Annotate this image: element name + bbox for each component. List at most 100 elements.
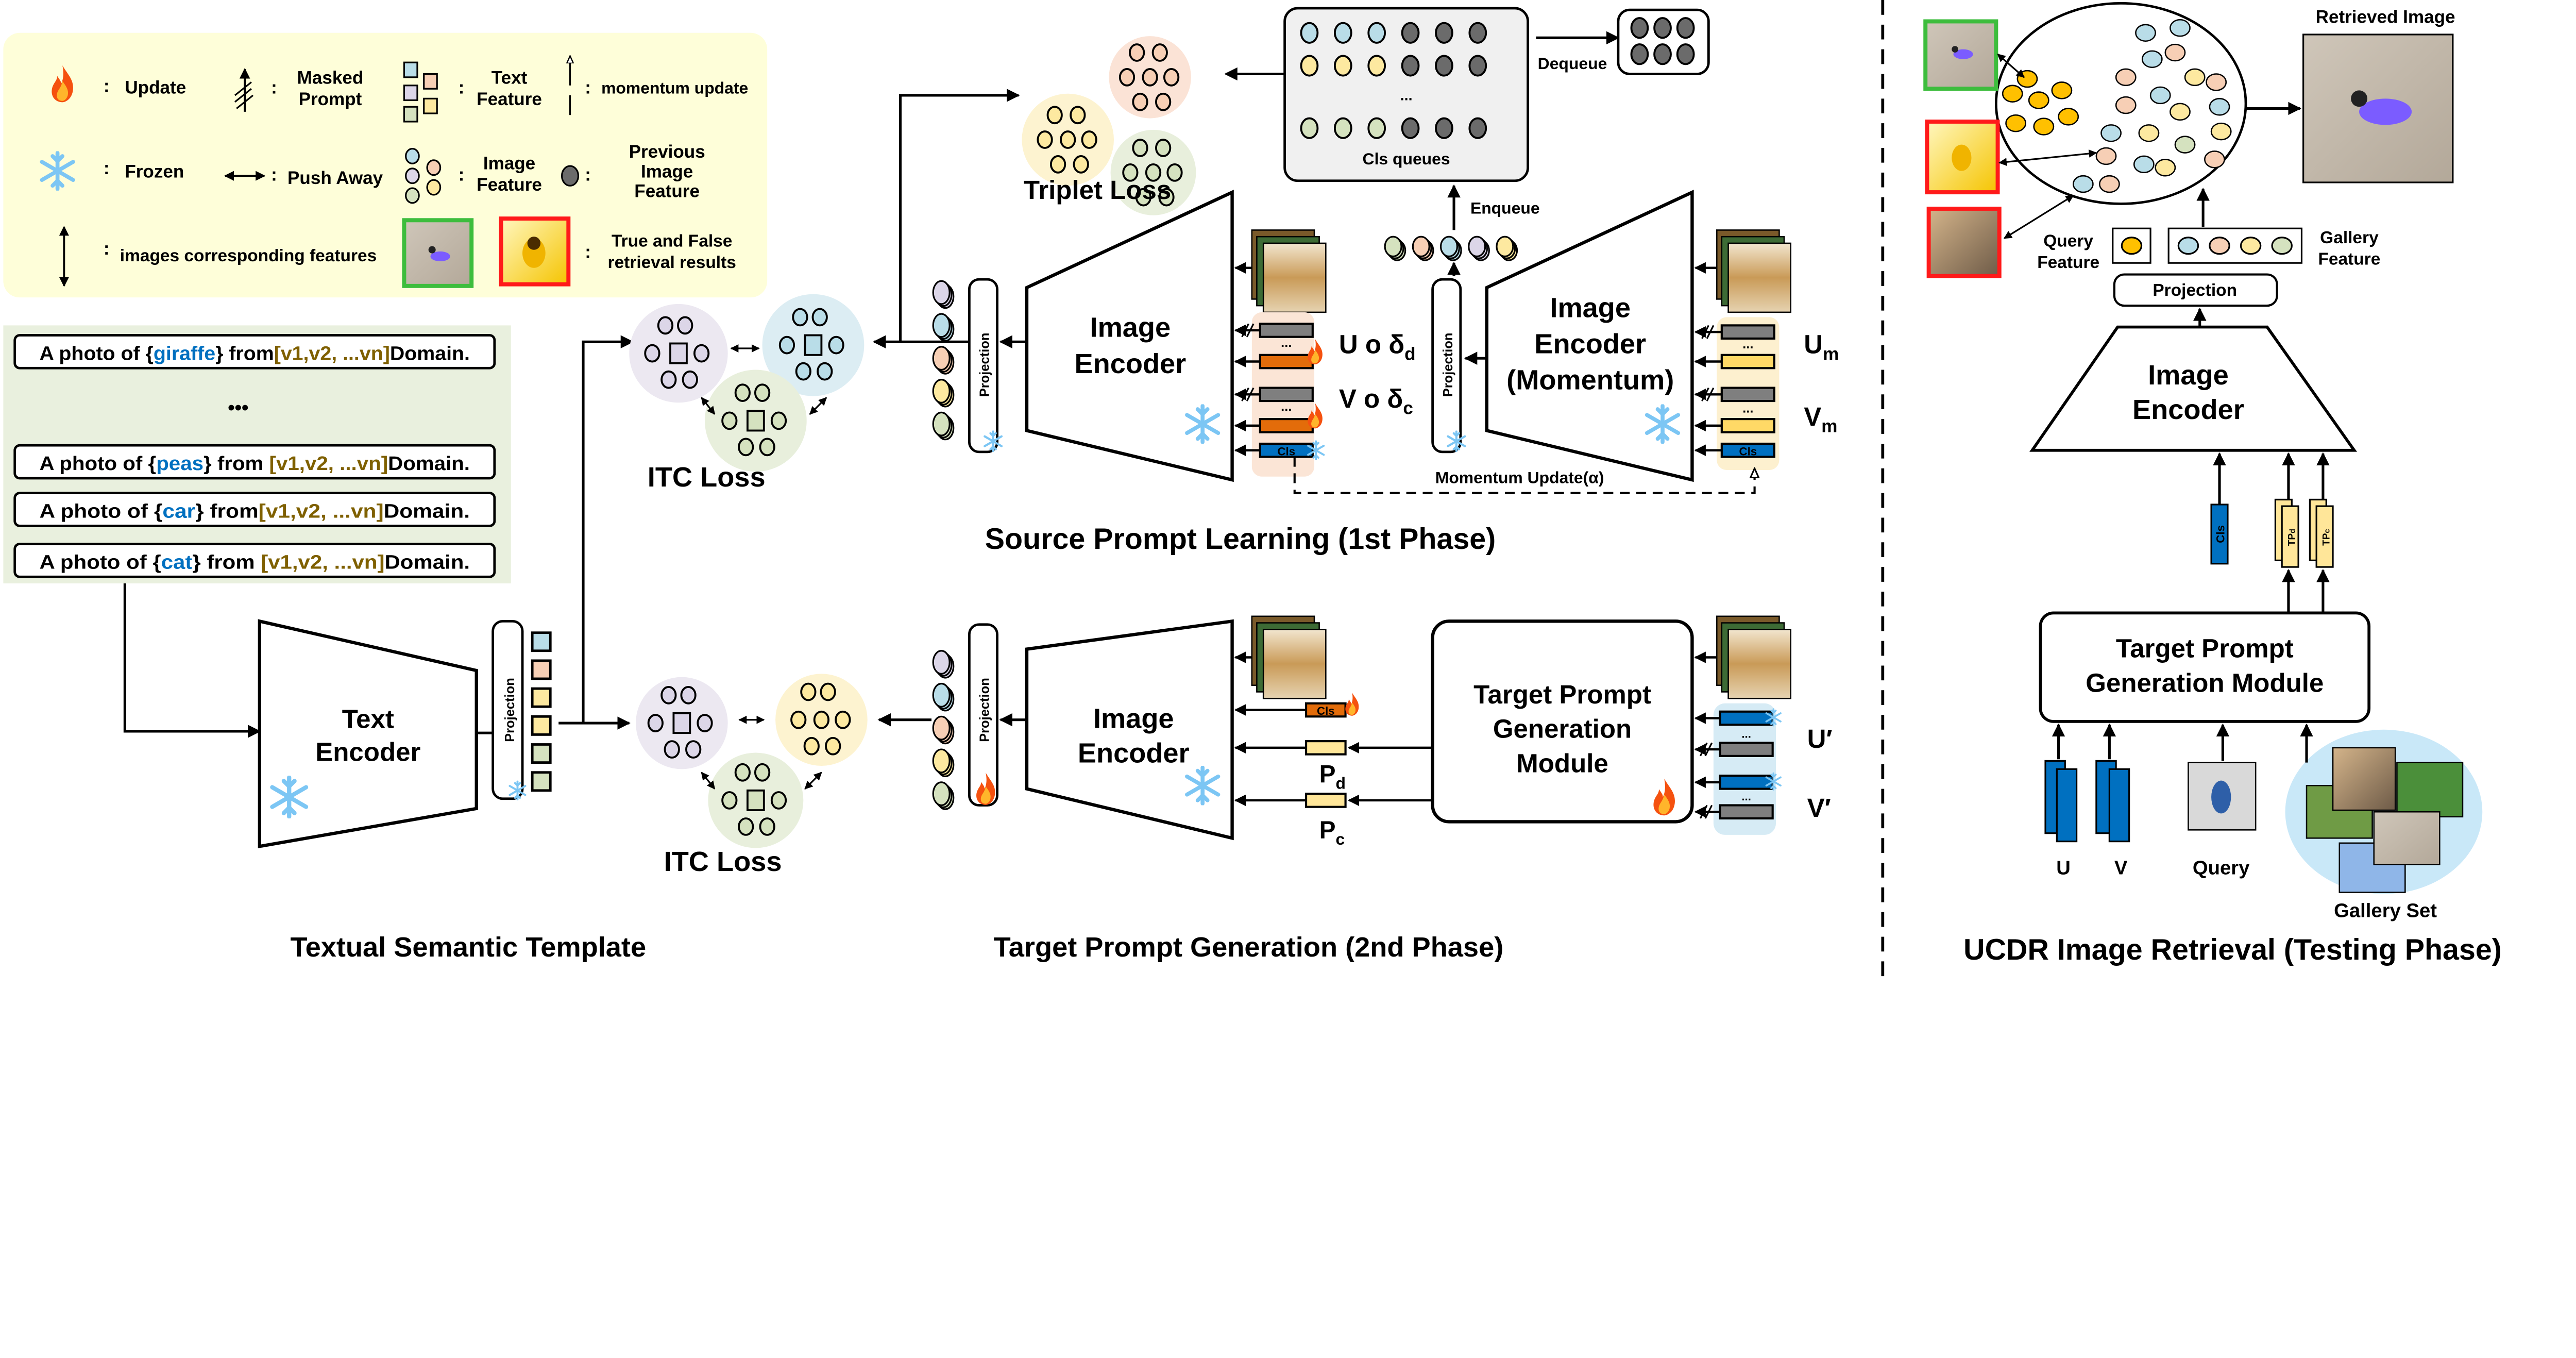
template-row-box	[13, 492, 496, 527]
true-result-image	[1923, 19, 1998, 91]
template-mid: } from	[215, 342, 274, 364]
feature-circle	[1049, 155, 1066, 174]
gallery-set	[2285, 729, 2483, 894]
retrieved-image	[2302, 33, 2454, 183]
push-away-arrow	[701, 772, 716, 790]
text-encoder-label: Encoder	[315, 737, 420, 766]
template-suffix: Domain.	[384, 500, 470, 522]
colon: :	[585, 242, 591, 262]
feature-circle	[1132, 139, 1148, 157]
feature-circle	[803, 736, 820, 756]
masked-prompt-token	[1259, 323, 1314, 338]
prompt-ellipsis: ...	[1741, 790, 1751, 803]
cls-token	[2210, 504, 2229, 565]
image-encoder	[1025, 619, 1234, 841]
feature-circle	[795, 362, 811, 381]
queue-ellipsis: ...	[1400, 88, 1413, 104]
mask-mark	[1246, 387, 1255, 401]
gallery-point	[2138, 124, 2160, 142]
prompt-ellipsis: ...	[1742, 337, 1753, 351]
source-prompt-token	[1719, 710, 1774, 726]
gallery-set-label: Gallery Set	[2334, 899, 2437, 921]
triplet-loss-label: Triplet Loss	[1024, 175, 1171, 205]
gallery-point	[2204, 150, 2225, 169]
colon: :	[104, 158, 110, 178]
feature-circle	[657, 316, 674, 335]
feature-circle	[811, 308, 828, 327]
cls-queues-label: Cls queues	[1363, 149, 1450, 168]
template-suffix: Domain.	[388, 452, 470, 475]
text-encoder-label: Text	[342, 705, 394, 734]
image-feature-stack	[932, 650, 955, 810]
u-label: U	[2056, 857, 2071, 879]
frozen-source-prompts: ......	[1694, 615, 1792, 835]
to-triplet-arrow	[899, 89, 1020, 342]
text-feature-stack	[531, 631, 552, 792]
feature-circle	[734, 763, 751, 782]
pc-label: Pc	[1319, 816, 1345, 848]
module-label: Target Prompt	[2116, 634, 2294, 663]
momentum-encoder-label: Encoder	[1534, 329, 1646, 360]
feature-circle	[660, 685, 677, 705]
target-prompt-generation-module	[2039, 611, 2371, 723]
template-cls: cat	[161, 551, 193, 573]
previous-feature	[1468, 55, 1487, 77]
lion-image	[1262, 629, 1327, 699]
image-encoder	[1025, 190, 1234, 482]
feature-circle	[813, 710, 830, 729]
feature-circle	[680, 685, 697, 705]
source-prompt-token	[1719, 775, 1774, 790]
feature-stack-item	[932, 346, 951, 371]
feature-stack-item	[932, 781, 951, 807]
learnable-prompt-token	[1259, 354, 1314, 370]
text-feature-square	[746, 410, 765, 432]
template-text: A photo of {car} from[v1,v2, ...vn]Domai…	[40, 500, 470, 522]
template-text: A photo of {cat} from [v1,v2, ...vn]Doma…	[40, 551, 470, 573]
v-delta-label: V ο δc	[1339, 384, 1413, 418]
mask-mark	[1699, 804, 1708, 819]
dequeued-feature	[1630, 43, 1649, 65]
image-encoder	[2029, 325, 2358, 452]
queued-feature	[1333, 22, 1352, 44]
template-row: A photo of {giraffe} from[v1,v2, ...vn]D…	[13, 334, 496, 370]
colon: :	[459, 165, 465, 185]
legend-push-away-label: Push Away	[287, 168, 383, 188]
feature-circle	[693, 344, 710, 363]
legend-masked-label: Masked	[297, 68, 364, 88]
gallery-point	[2184, 68, 2206, 87]
feature-circle	[828, 336, 844, 355]
u-delta-label: U ο δd	[1339, 330, 1416, 364]
query-feature-label: Feature	[2037, 253, 2099, 272]
legend-image-feature-label: Image	[483, 153, 535, 173]
dequeue-label: Dequeue	[1538, 54, 1607, 73]
phase1-title: Source Prompt Learning (1st Phase)	[985, 523, 1496, 556]
mask-mark	[1701, 387, 1709, 401]
gallery-point	[2164, 43, 2186, 62]
query-feature-label: Query	[2043, 231, 2093, 250]
query-label: Query	[2193, 857, 2250, 879]
previous-feature	[1468, 117, 1487, 139]
query-cluster-point	[2058, 108, 2079, 126]
feature-circle	[721, 411, 738, 430]
colon: :	[459, 78, 465, 98]
text-projection	[492, 619, 524, 800]
v-prompt	[2095, 760, 2130, 843]
momentum-prompts: ......Cls	[1694, 229, 1792, 470]
triplet-loss-clusters	[1022, 36, 1196, 215]
lion-image	[1727, 629, 1792, 699]
image-encoder-label: Encoder	[2132, 394, 2244, 425]
template-mid: } from	[195, 500, 259, 522]
feature-circle	[738, 438, 754, 457]
gallery-feature-label: Gallery	[2320, 228, 2379, 247]
image-encoder-label: Image	[1090, 312, 1171, 343]
cls-queues: ... Cls queues	[1283, 7, 1529, 182]
feature-circle	[1158, 188, 1175, 207]
masked-prompt-token	[1719, 804, 1774, 820]
feature-circle	[734, 383, 751, 402]
feature-circle	[1132, 92, 1148, 111]
dequeued-feature	[1676, 17, 1695, 39]
masked-prompt-icon	[234, 68, 254, 112]
template-suffix: Domain.	[384, 551, 470, 573]
mask-mark	[1246, 323, 1255, 338]
feature-circle	[1142, 68, 1158, 87]
